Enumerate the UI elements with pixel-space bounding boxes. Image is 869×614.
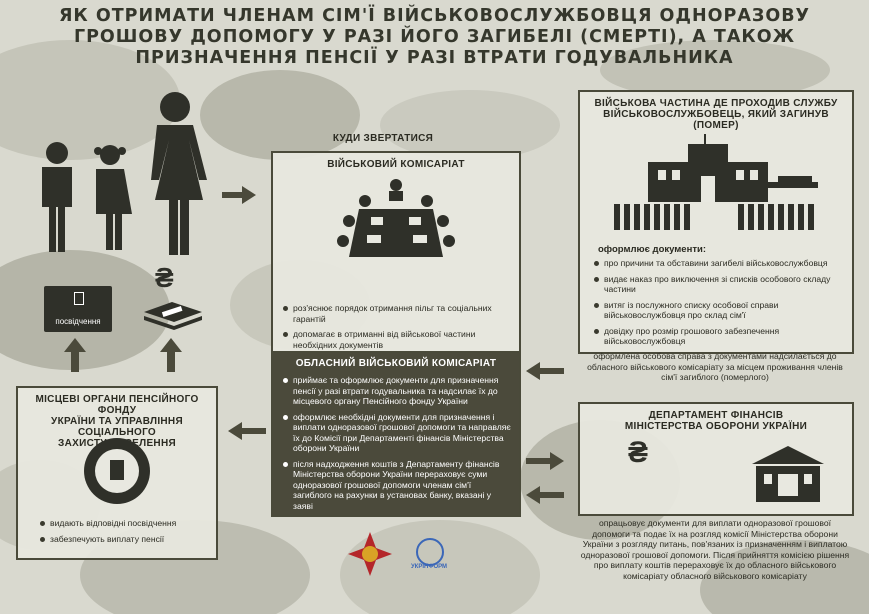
unit-footer: оформлена особова справа з документами н… bbox=[587, 351, 843, 382]
ukrinform-logo-text: УКРІНФОРМ bbox=[410, 564, 448, 570]
certificate-label: посвідчення bbox=[55, 317, 101, 326]
finance-building-icon bbox=[752, 446, 824, 502]
commissariat-item: допомагає в отриманні від військової час… bbox=[283, 329, 509, 350]
unit-subheader: оформлює документи: bbox=[598, 244, 706, 255]
pension-item: видають відповідні посвідчення bbox=[40, 518, 206, 529]
unit-item: довідку про розмір грошового забезпеченн… bbox=[594, 326, 842, 347]
arrow-oblast-to-pension bbox=[228, 422, 266, 445]
armed-forces-emblem-icon bbox=[348, 532, 392, 576]
title-line-1: Як отримати членам сім'ї військовослужбо… bbox=[58, 6, 811, 26]
arrow-to-commissariat bbox=[222, 186, 256, 204]
oblast-item: після надходження коштів з Департаменту … bbox=[283, 459, 511, 512]
certificate-icon: посвідчення bbox=[44, 286, 112, 332]
commissariat-panel: Військовий комісаріат роз'яснює порядок … bbox=[271, 151, 521, 355]
pension-emblem-icon bbox=[84, 438, 150, 504]
ukrinform-logo: УКРІНФОРМ bbox=[404, 538, 454, 572]
globe-icon bbox=[416, 538, 444, 566]
finance-footer: опрацьовує документи для виплати однораз… bbox=[580, 518, 850, 581]
unit-item: про причини та обставини загибелі військ… bbox=[594, 258, 842, 269]
pension-header-line: Місцеві органи Пенсійного фонду bbox=[35, 394, 199, 416]
finance-department-panel: Департамент фінансів Міністерства оборон… bbox=[578, 402, 854, 516]
title-line-3: призначення пенсії у разі втрати годувал… bbox=[135, 48, 734, 68]
pension-header-line: України та управління соціального bbox=[51, 416, 183, 438]
oblast-header: Обласний військовий комісаріат bbox=[295, 358, 497, 369]
arrow-up-2 bbox=[160, 338, 182, 377]
oblast-item: приймає та оформлює документи для призна… bbox=[283, 375, 511, 407]
finance-header-line: Міністерства оборони України bbox=[624, 421, 808, 432]
pension-item: забезпечують виплату пенсії bbox=[40, 534, 206, 545]
title-line-2: грошову допомогу у разі його загибелі (с… bbox=[73, 27, 796, 47]
family-icon bbox=[42, 92, 207, 255]
arrow-up-1 bbox=[64, 338, 86, 377]
unit-header-line: військовослужбовець, який загинув (помер… bbox=[603, 109, 829, 131]
commissariat-item: роз'яснює порядок отримання пільг та соц… bbox=[283, 303, 509, 324]
trident-small-icon bbox=[74, 292, 84, 305]
military-unit-panel: Військова частина де проходив службу вій… bbox=[578, 90, 854, 354]
finance-header-line: Департамент фінансів bbox=[648, 410, 784, 421]
arrow-unit-to-oblast bbox=[526, 362, 564, 385]
hryvnia-symbol: ₴ bbox=[155, 262, 174, 293]
oblast-item: оформлює необхідні документи для признач… bbox=[283, 412, 511, 454]
money-stack-icon bbox=[144, 302, 202, 330]
where-to-apply-heading: Куди звертатися bbox=[332, 133, 434, 144]
meeting-table-icon bbox=[337, 179, 455, 257]
pension-fund-panel: Місцеві органи Пенсійного фонду України … bbox=[16, 386, 218, 560]
arrow-oblast-to-finance bbox=[526, 452, 564, 475]
finance-header: Департамент фінансів Міністерства оборон… bbox=[580, 410, 852, 432]
arrow-finance-to-oblast bbox=[526, 486, 564, 509]
unit-item: витяг із послужного списку особової спра… bbox=[594, 300, 842, 321]
oblast-panel: Обласний військовий комісаріат приймає т… bbox=[271, 351, 521, 517]
military-base-icon bbox=[614, 134, 818, 230]
finance-hryvnia-symbol: ₴ bbox=[628, 436, 649, 469]
unit-item: видає наказ про виключення зі списків ос… bbox=[594, 274, 842, 295]
page-title: Як отримати членам сім'ї військовослужбо… bbox=[0, 6, 869, 69]
unit-header: Військова частина де проходив службу вій… bbox=[580, 98, 852, 131]
commissariat-header: Військовий комісаріат bbox=[327, 159, 465, 170]
unit-header-line: Військова частина де проходив службу bbox=[594, 98, 838, 109]
